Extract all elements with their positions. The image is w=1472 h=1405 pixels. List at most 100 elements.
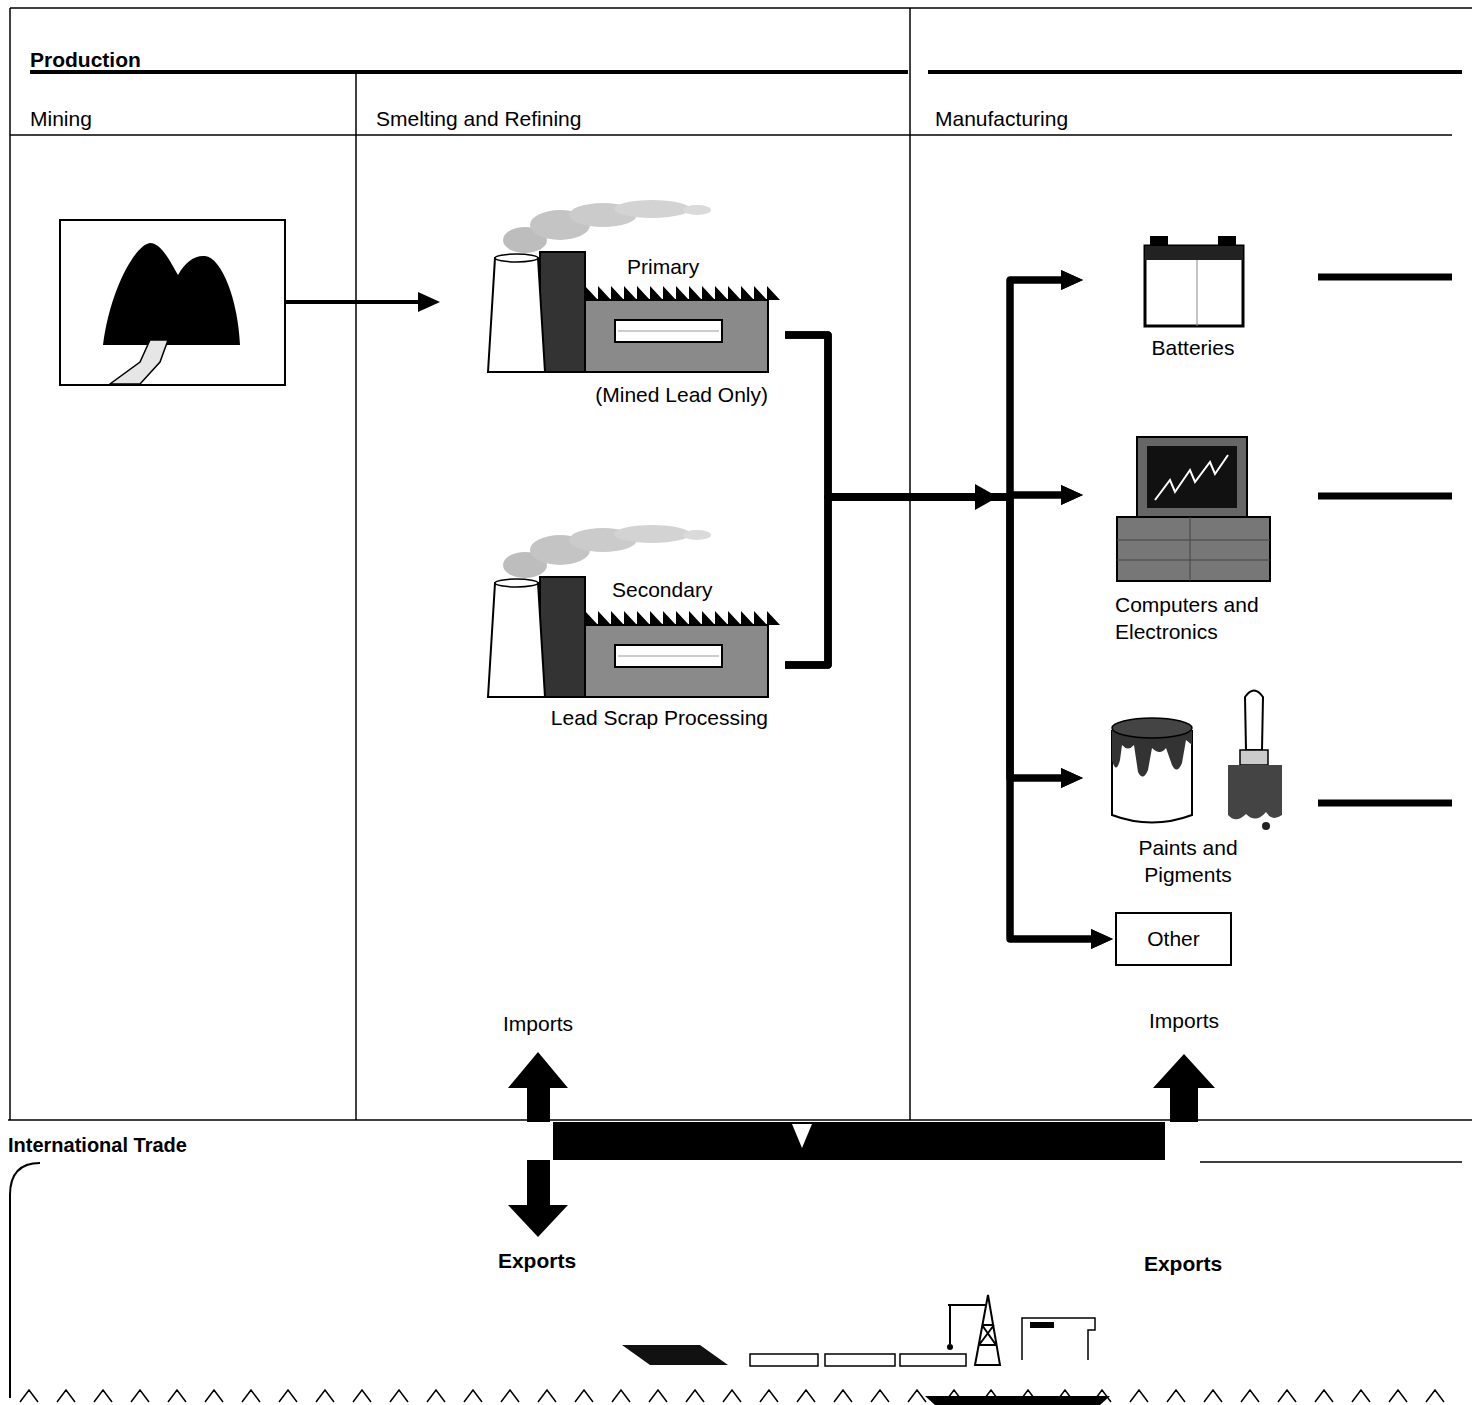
smelter-node: Primary (Mined Lead Only) — [445, 195, 785, 410]
factory-window — [615, 320, 722, 342]
factory-window — [615, 645, 722, 667]
container — [825, 1354, 895, 1366]
monitor-symbol — [1137, 437, 1247, 517]
import-arrow — [1153, 1054, 1215, 1122]
factory-building — [578, 625, 768, 697]
panel-heading: Production — [30, 46, 330, 73]
monitor-screen — [1147, 446, 1237, 508]
wave-line — [20, 1390, 1444, 1402]
frame-line — [10, 134, 1452, 136]
smoke — [614, 525, 690, 543]
band-heading: International Trade — [8, 1132, 408, 1158]
smoke — [683, 530, 711, 540]
column-heading: Manufacturing — [935, 105, 1355, 132]
window-line — [618, 331, 719, 332]
frame-line — [10, 7, 1472, 9]
frame-line — [1200, 1161, 1462, 1163]
window-line — [618, 656, 719, 657]
factory-building — [578, 300, 768, 372]
smoke — [614, 200, 690, 218]
column-band: ManufacturingBatteriesComputers and Elec… — [910, 72, 1472, 1120]
flow-arrow — [785, 497, 1091, 939]
container — [750, 1354, 818, 1366]
export-arrow — [508, 1160, 568, 1237]
battery-top — [1145, 246, 1243, 260]
flow-arrow — [785, 335, 1091, 939]
smoke — [683, 205, 711, 215]
brush-handle — [1245, 691, 1263, 751]
brush-ferrule — [1240, 750, 1268, 765]
arrow-stub — [285, 300, 358, 304]
frame-line — [355, 72, 357, 1120]
smokestack — [540, 577, 585, 697]
ship-hull — [925, 1396, 1110, 1405]
product-node: Paints and Pigments — [1085, 685, 1300, 895]
import-arrow — [508, 1052, 568, 1122]
frame-line — [8, 1119, 1472, 1121]
product-box: Other — [1115, 912, 1232, 966]
smokestack — [540, 252, 585, 372]
product-label: Computers and Electronics — [1115, 591, 1293, 646]
stack-top — [495, 579, 538, 587]
trade-flow-label: Exports — [498, 1247, 576, 1274]
product-node: Batteries — [1085, 232, 1300, 367]
output-line — [1318, 800, 1452, 807]
frame-line — [10, 1163, 40, 1398]
product-label: Paints and Pigments — [1123, 834, 1253, 889]
stack-top — [495, 254, 538, 262]
product-label: Batteries — [1113, 334, 1273, 361]
sawtooth-roof — [585, 286, 780, 300]
column-heading: Smelting and Refining — [376, 105, 796, 132]
flow-arrow — [356, 300, 418, 304]
screen-graph — [1155, 455, 1228, 500]
smelter-label: (Mined Lead Only) — [528, 381, 768, 408]
heading-rule — [30, 70, 908, 74]
paint-can-top — [1112, 718, 1192, 738]
smelter-label: Lead Scrap Processing — [488, 704, 768, 731]
heading-rule — [928, 70, 1462, 74]
smokestack — [488, 583, 545, 697]
container — [900, 1354, 966, 1366]
battery-symbol — [1145, 246, 1243, 326]
trade-bar — [553, 1122, 1165, 1160]
trade-flow-label: Imports — [1149, 1007, 1219, 1034]
column-band: Smelting and RefiningPrimary (Mined Lead … — [356, 72, 910, 1120]
product-label: Other — [1147, 925, 1200, 952]
trade-flow-label: Exports — [1144, 1250, 1222, 1277]
mine-road — [110, 340, 168, 384]
smelter-label: Secondary — [612, 576, 762, 603]
smelter-node: SecondaryLead Scrap Processing — [445, 520, 785, 735]
bridge-windows — [1030, 1322, 1054, 1328]
sawtooth-roof — [585, 611, 780, 625]
mine-frame — [60, 220, 285, 385]
frame-line — [909, 8, 911, 1120]
battery-line — [1197, 260, 1198, 326]
crane-hook — [947, 1344, 953, 1350]
smelter-label: Primary — [627, 253, 757, 280]
smokestack — [488, 258, 545, 372]
secondary-smelter-illustration — [488, 525, 780, 697]
keyboard-grid — [1117, 517, 1270, 581]
column-heading: Mining — [30, 105, 330, 132]
trade-flow-label: Imports — [503, 1010, 573, 1037]
computer-base — [1117, 517, 1270, 581]
column-band: Mining — [10, 72, 356, 1120]
ship-bridge — [1022, 1318, 1095, 1360]
frame-line — [9, 8, 11, 1120]
ship-bow — [622, 1345, 728, 1365]
region-panel: ProductionMining Smelting and RefiningPri… — [10, 8, 910, 1120]
output-line — [1318, 493, 1452, 500]
paint-drop — [1262, 822, 1270, 830]
mountain-symbol — [103, 243, 240, 345]
ship-crane — [948, 1305, 986, 1344]
primary-smelter-illustration — [488, 200, 780, 372]
output-line — [1318, 274, 1452, 281]
trade-notch — [792, 1124, 812, 1148]
trade-band: International Trade — [0, 1120, 1472, 1405]
brush-bristles — [1228, 765, 1282, 819]
product-node: Computers and Electronics — [1085, 430, 1300, 645]
